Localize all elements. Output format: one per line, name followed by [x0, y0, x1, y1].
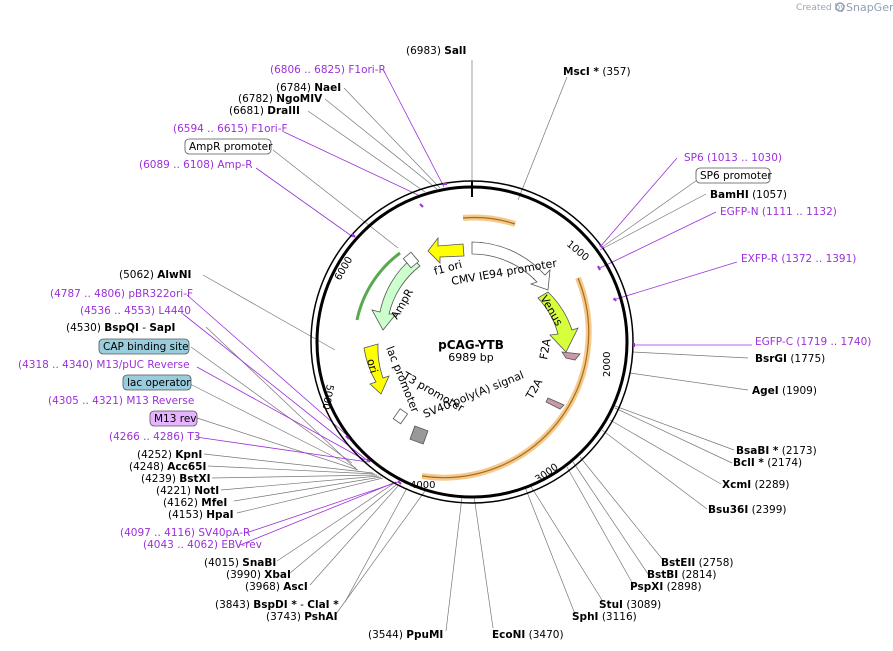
primer-t3: (4266 .. 4286) T3	[109, 431, 200, 443]
enzyme-xcmi: XcmI (2289)	[722, 479, 789, 491]
t2a-marker	[545, 397, 565, 410]
cap-site-label: CAP binding site	[103, 341, 189, 353]
t2a-label: T2A	[523, 376, 546, 402]
primer-sv40pa-r: (4097 .. 4116) SV40pA-R	[120, 527, 250, 539]
enzyme-labels: (6983) SalI MscI * (357) (6784) NaeI (67…	[66, 45, 825, 641]
primer-exfp-r: EXFP-R (1372 .. 1391)	[741, 253, 856, 265]
enzyme-sali: (6983) SalI	[406, 45, 466, 57]
tick-1000: 1000	[564, 239, 591, 264]
leader-lines	[187, 60, 749, 632]
enzyme-ppumi: (3544) PpuMI	[368, 629, 443, 641]
primer-ebv-rev: (4043 .. 4062) EBV-rev	[143, 539, 262, 551]
ori-label: ori	[364, 357, 380, 374]
enzyme-bsu36i: Bsu36I (2399)	[708, 504, 787, 516]
enzyme-snabi: (4015) SnaBI	[204, 557, 276, 569]
ampr-promoter-box	[184, 138, 272, 155]
lac-operator-label: lac operator	[127, 377, 191, 389]
m13-rev-box	[149, 410, 198, 427]
f1-ori-arrow	[427, 236, 465, 264]
enzyme-msci: MscI * (357)	[563, 66, 631, 78]
enzyme-naei: (6784) NaeI	[276, 82, 341, 94]
primer-f1ori-r: (6806 .. 6825) F1ori-R	[270, 64, 386, 76]
enzyme-ngomiv: (6782) NgoMIV	[238, 93, 323, 105]
boxed-labels: AmpR promoter SP6 promoter CAP binding s…	[98, 138, 772, 427]
enzyme-noti: (4221) NotI	[156, 485, 219, 497]
ampr-arrow	[371, 257, 421, 331]
enzyme-pshai: (3743) PshAI	[266, 611, 338, 623]
enzyme-econi: EcoNI (3470)	[492, 629, 564, 641]
primer-m13-puc-reverse: (4318 .. 4340) M13/pUC Reverse	[18, 359, 190, 371]
ampr-track	[355, 251, 401, 321]
enzyme-kpni: (4252) KpnI	[137, 449, 202, 461]
enzyme-bstxi: (4239) BstXI	[141, 473, 211, 485]
primer-amp-r: (6089 .. 6108) Amp-R	[139, 159, 253, 171]
features	[363, 236, 581, 445]
enzyme-bsrgi: BsrGI (1775)	[755, 353, 825, 365]
cmv-promoter-arrow	[471, 241, 551, 291]
orange-feature-track	[421, 214, 592, 481]
primer-marks	[345, 183, 635, 485]
enzyme-bamhi: BamHI (1057)	[710, 189, 787, 201]
plasmid-name: pCAG-YTB	[438, 338, 504, 352]
ori-arrow	[363, 343, 390, 395]
primer-egfp-n: EGFP-N (1111 .. 1132)	[720, 206, 837, 218]
tick-5000: 5000	[320, 383, 335, 410]
primer-m13-reverse: (4305 .. 4321) M13 Reverse	[48, 395, 194, 407]
tick-4000: 4000	[410, 480, 435, 491]
brand-label: SnapGene	[846, 1, 893, 14]
enzyme-bspqi: (4530) BspQI - SapI	[66, 322, 175, 334]
enzyme-acc65i: (4248) Acc65I	[129, 461, 206, 473]
enzyme-sphi: SphI (3116)	[572, 611, 637, 623]
primer-egfp-c: EGFP-C (1719 .. 1740)	[755, 336, 871, 348]
cap-site-box	[98, 338, 190, 355]
sv40-polya-marker	[409, 425, 429, 445]
enzyme-bsteii: BstEII (2758)	[661, 557, 734, 569]
venus-arrow	[537, 291, 579, 353]
enzyme-asci: (3968) AscI	[245, 581, 308, 593]
f2a-label: F2A	[537, 337, 554, 360]
created-by-label: Created by	[796, 3, 846, 13]
enzyme-xbai: (3990) XbaI	[226, 569, 291, 581]
enzyme-bstbi: BstBI (2814)	[647, 569, 716, 581]
m13-rev-label: M13 rev	[154, 413, 197, 425]
enzyme-alwni: (5062) AlwNI	[119, 269, 191, 281]
tick-3000: 3000	[533, 462, 560, 486]
enzyme-hpai: (4153) HpaI	[168, 509, 234, 521]
primer-l4440: (4536 .. 4553) L4440	[80, 305, 191, 317]
enzyme-bsabi: BsaBI * (2173)	[736, 445, 817, 457]
enzyme-bcli: BclI * (2174)	[733, 457, 802, 469]
primer-pbr322ori-f: (4787 .. 4806) pBR322ori-F	[50, 288, 193, 300]
lac-operator-marker	[392, 408, 409, 425]
primer-labels: (6806 .. 6825) F1ori-R (6594 .. 6615) F1…	[18, 64, 871, 551]
f2a-marker	[561, 351, 581, 361]
enzyme-agei: AgeI (1909)	[752, 385, 817, 397]
enzyme-mfei: (4162) MfeI	[163, 497, 227, 509]
tick-2000: 2000	[602, 352, 613, 377]
snapgene-credit: Created by SnapGene	[796, 1, 893, 14]
ampr-promoter-marker	[402, 251, 420, 269]
primer-leader-lines	[182, 72, 752, 546]
plasmid-length: 6989 bp	[448, 351, 493, 364]
ampr-promoter-label: AmpR promoter	[189, 141, 273, 153]
primer-f1ori-f: (6594 .. 6615) F1ori-F	[173, 123, 288, 135]
snapgene-logo-icon	[835, 2, 845, 12]
lac-operator-box	[122, 374, 192, 391]
sp6-promoter-label: SP6 promoter	[700, 170, 772, 182]
primer-sp6: SP6 (1013 .. 1030)	[684, 152, 782, 164]
enzyme-draiii: (6681) DraIII	[229, 105, 300, 117]
enzyme-bspdi: (3843) BspDI * - ClaI *	[215, 599, 339, 611]
enzyme-pspxi: PspXI (2898)	[630, 581, 702, 593]
enzyme-stui: StuI (3089)	[599, 599, 661, 611]
sp6-promoter-box	[695, 167, 771, 184]
